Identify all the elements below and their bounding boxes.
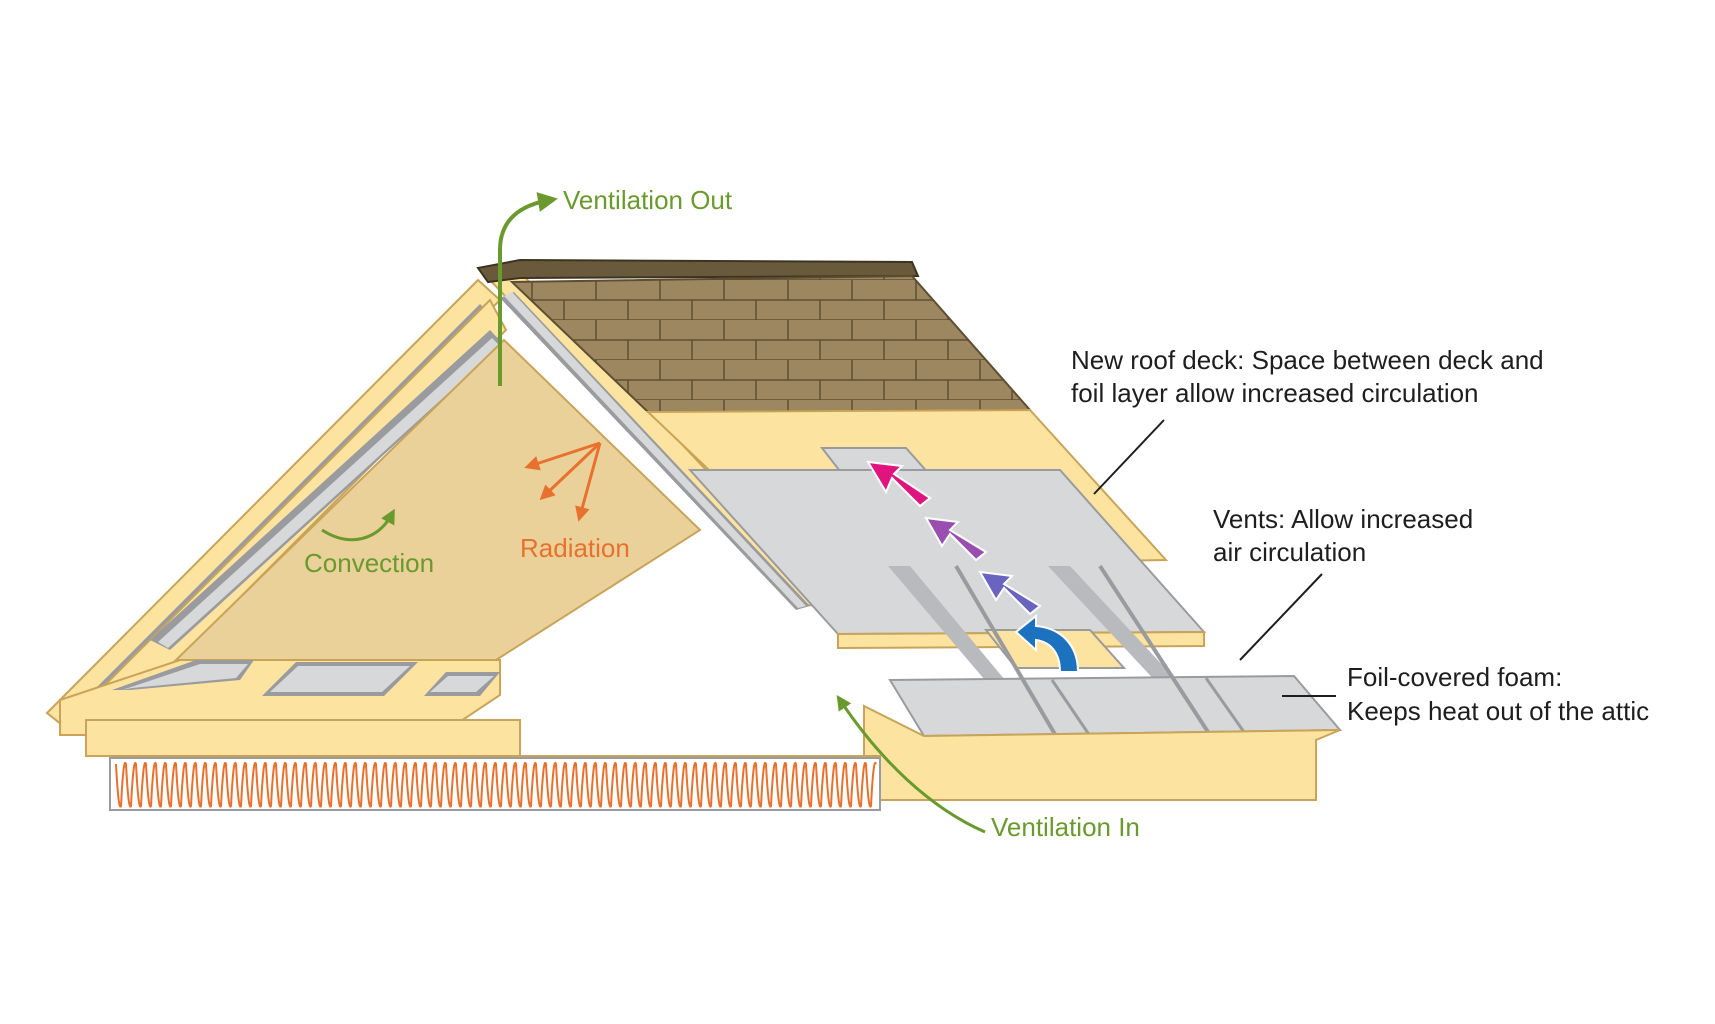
vents-label-line2: air circulation <box>1213 537 1367 567</box>
arrow-up-left-icon <box>866 460 932 508</box>
vents-leader <box>1239 573 1323 661</box>
ventilation-out-arrow <box>498 192 558 386</box>
roof-deck-label-line2: foil layer allow increased circulation <box>1071 378 1479 408</box>
vent-channel-1 <box>888 566 1010 686</box>
ventilation-out-label: Ventilation Out <box>563 185 733 215</box>
right-roof-section <box>476 258 1343 801</box>
roof-deck-label-line1: New roof deck: Space between deck and <box>1071 345 1544 375</box>
foam-label-line2: Keeps heat out of the attic <box>1347 696 1650 726</box>
foil-foam-board-front <box>888 674 1343 738</box>
left-roof-section <box>45 278 702 757</box>
curved-arrow-icon <box>1014 613 1080 673</box>
ventilation-in-arrow <box>836 695 986 834</box>
vent-channel-2 <box>1048 566 1182 686</box>
vents-label-line1: Vents: Allow increased <box>1213 504 1474 534</box>
arrow-up-left-icon <box>978 570 1042 616</box>
attic-insulation <box>109 757 881 811</box>
radiation-label: Radiation <box>520 533 630 563</box>
airflow-arrows <box>866 460 1080 673</box>
ridge-cap <box>476 258 920 284</box>
convection-label: Convection <box>304 548 435 578</box>
ventilation-in-label: Ventilation In <box>991 812 1140 842</box>
arrow-up-left-icon <box>924 516 988 562</box>
radiation-arrows <box>524 441 602 522</box>
roof-deck-leader <box>1093 419 1165 495</box>
convection-arrow <box>321 508 395 542</box>
foam-label-line1: Foil-covered foam: <box>1347 662 1563 692</box>
